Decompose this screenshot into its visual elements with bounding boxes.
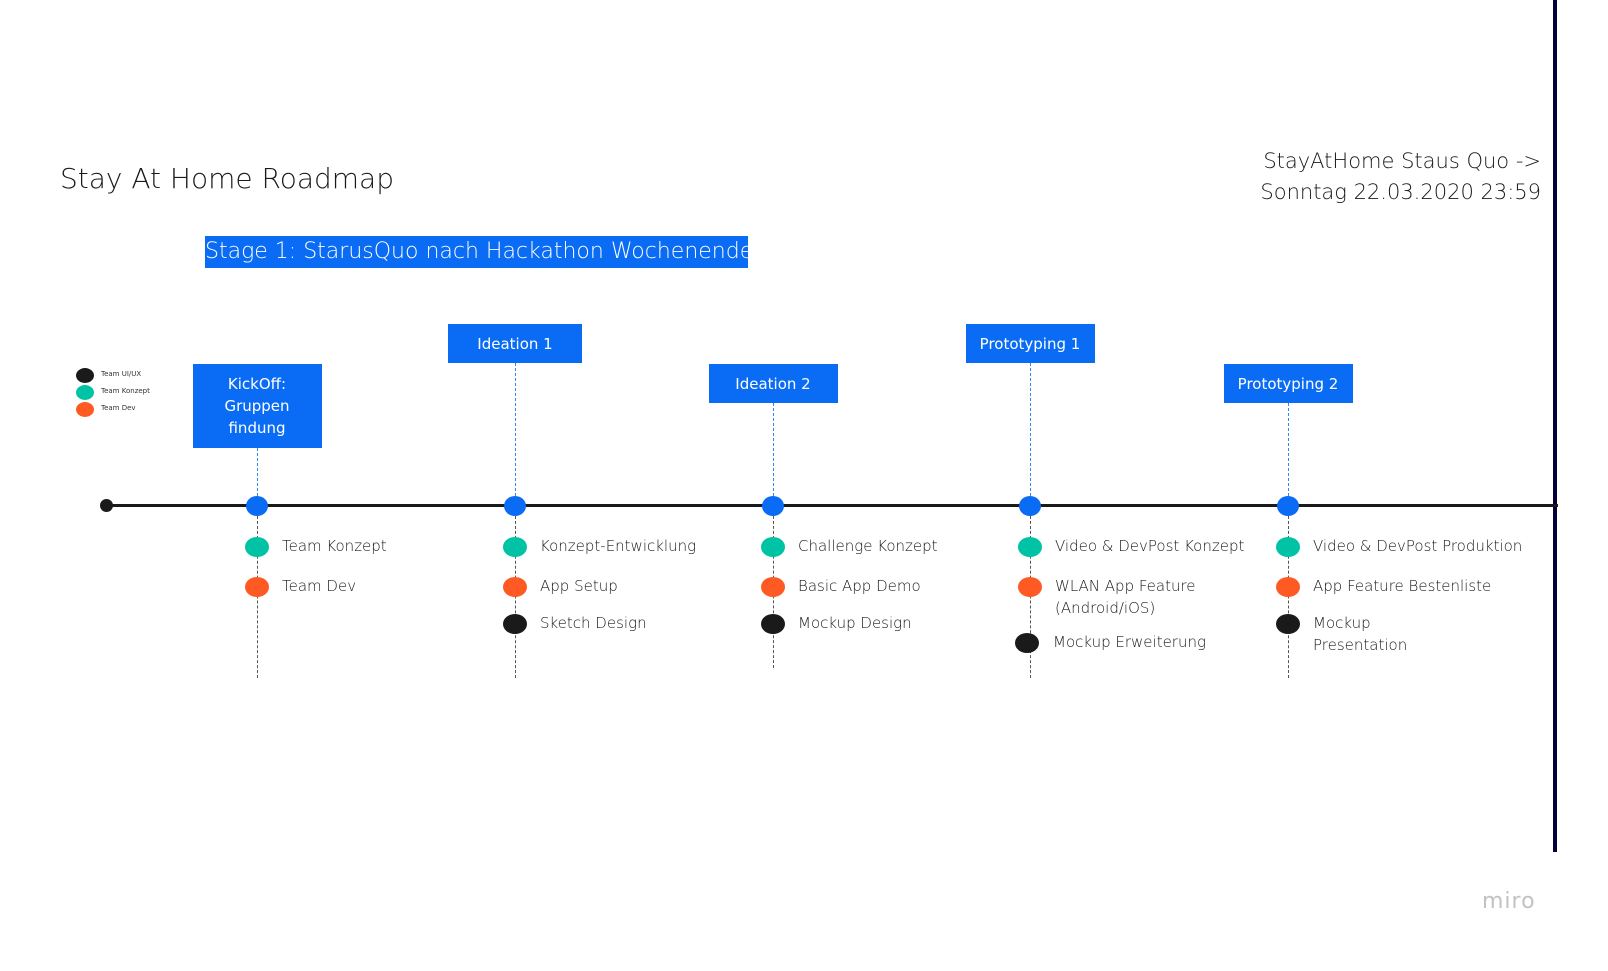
task-label: App Feature Bestenliste <box>1313 577 1492 595</box>
task-dot-team-konzept <box>1018 537 1042 557</box>
task-connector <box>515 516 516 678</box>
legend-label: Team Konzept <box>101 387 150 395</box>
phase-label: Prototyping 2 <box>1238 373 1339 395</box>
milestone-dot[interactable] <box>762 496 784 516</box>
phase-label-line: Gruppen <box>224 397 290 415</box>
phase-label-line: Prototyping 2 <box>1237 374 1339 393</box>
phase-box-2[interactable]: Ideation 1 <box>448 324 582 363</box>
board-title: Stay At Home Roadmap <box>60 162 394 195</box>
phase-label-line: Ideation 1 <box>477 334 553 353</box>
task-dot-team-ui_ux <box>1276 614 1300 634</box>
phase-box-3[interactable]: Ideation 2 <box>708 364 838 403</box>
task-dot-team-dev <box>1018 577 1042 597</box>
phase-label-line: findung <box>228 419 286 437</box>
task-label: Challenge Konzept <box>798 537 938 555</box>
task-label: Konzept-Entwicklung <box>540 537 697 555</box>
task-dot-team-dev <box>1276 577 1300 597</box>
task-label: Mockup Design <box>798 614 912 632</box>
task-dot-team-dev <box>503 577 527 597</box>
deadline-line-1: StayAtHome Staus Quo -> <box>1263 149 1541 173</box>
task-label: Team Konzept <box>282 537 387 555</box>
task-label: Sketch Design <box>540 614 647 632</box>
milestone-dot[interactable] <box>1277 496 1299 516</box>
phase-connector <box>773 403 774 496</box>
task-dot-team-konzept <box>503 537 527 557</box>
legend-label: Team UI/UX <box>101 370 142 378</box>
phase-label-line: KickOff: <box>227 375 287 393</box>
phase-connector <box>1288 403 1289 496</box>
task-label: Video & DevPost Produktion <box>1313 537 1523 555</box>
deadline-line-2: Sonntag 22.03.2020 23:59 <box>1260 180 1541 204</box>
phase-connector <box>1030 363 1031 496</box>
task-connector <box>1030 516 1031 678</box>
phase-label: Ideation 2 <box>735 373 810 395</box>
task-dot-team-ui_ux <box>761 614 785 634</box>
phase-label-line: Prototyping 1 <box>979 334 1081 353</box>
task-label: Basic App Demo <box>798 577 921 595</box>
task-dot-team-ui_ux <box>1015 633 1039 653</box>
task-dot-team-konzept <box>761 537 785 557</box>
legend-dot-team-dev <box>76 402 94 417</box>
task-dot-team-konzept <box>245 537 269 557</box>
legend-label: Team Dev <box>101 404 136 412</box>
deadline-note: StayAtHome Staus Quo -> Sonntag 22.03.20… <box>1260 146 1541 208</box>
phase-label-line: Ideation 2 <box>735 374 811 393</box>
legend-dot-team-ui_ux <box>76 368 94 383</box>
phase-box-4[interactable]: Prototyping 1 <box>965 324 1095 363</box>
task-label: Mockup Presentation <box>1313 614 1408 654</box>
task-dot-team-ui_ux <box>503 614 527 634</box>
task-connector <box>1288 516 1289 678</box>
task-label: App Setup <box>540 577 618 595</box>
milestone-dot[interactable] <box>504 496 526 516</box>
task-dot-team-konzept <box>1276 537 1300 557</box>
milestone-dot[interactable] <box>246 496 268 516</box>
task-label: Video & DevPost Konzept <box>1055 537 1245 555</box>
task-connector <box>257 516 258 678</box>
phase-label: KickOff: Gruppen findung <box>224 373 289 439</box>
phase-connector <box>257 448 258 496</box>
milestone-dot[interactable] <box>1019 496 1041 516</box>
timeline-axis <box>106 504 1558 507</box>
phase-label: Ideation 1 <box>477 333 552 355</box>
task-label: Team Dev <box>282 577 357 595</box>
task-dot-team-dev <box>761 577 785 597</box>
timeline-start-dot <box>100 499 113 512</box>
phase-connector <box>515 363 516 496</box>
phase-box-5[interactable]: Prototyping 2 <box>1223 364 1353 403</box>
miro-watermark: miro <box>1482 889 1536 914</box>
phase-label: Prototyping 1 <box>980 333 1081 355</box>
stage-banner[interactable]: Stage 1: StarusQuo nach Hackathon Wochen… <box>205 236 748 268</box>
canvas-edge-bar <box>1553 0 1557 852</box>
task-label: Mockup Erweiterung <box>1053 633 1206 651</box>
task-dot-team-dev <box>245 577 269 597</box>
task-label: WLAN App Feature (Android/iOS) <box>1055 577 1196 617</box>
legend-dot-team-konzept <box>76 385 94 400</box>
phase-box-1[interactable]: KickOff: Gruppen findung <box>192 364 322 448</box>
